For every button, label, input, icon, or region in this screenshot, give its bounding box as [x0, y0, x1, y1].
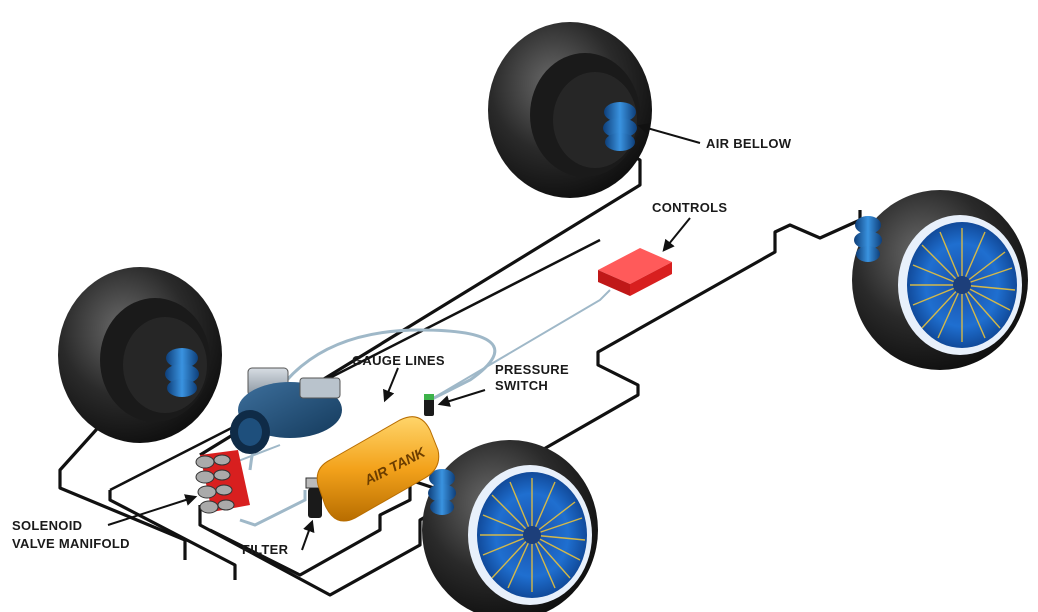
- label-pressure-switch-line1: PRESSURE: [495, 362, 569, 377]
- air-bellow-pointer: [637, 122, 701, 144]
- label-solenoid-line2: VALVE MANIFOLD: [12, 536, 130, 551]
- wheel-front-bottom: [422, 440, 598, 612]
- frame-rail-upper: [109, 238, 601, 492]
- solenoid-valve-manifold: [195, 450, 250, 514]
- air-bellow-front-bottom: [428, 469, 456, 515]
- air-bellow-rear-top: [603, 102, 637, 151]
- air-bellow-front-right: [854, 216, 882, 262]
- pressure-switch: [424, 394, 434, 416]
- controls-pointer: [662, 217, 691, 252]
- wheel-front-right: [852, 190, 1028, 370]
- label-solenoid-line1: SOLENOID: [12, 518, 82, 533]
- label-pressure-switch-line2: SWITCH: [495, 378, 548, 393]
- wheel-rear-top: [488, 22, 652, 198]
- solenoid-pointer: [107, 494, 198, 526]
- label-air-bellow: AIR BELLOW: [706, 136, 792, 151]
- frame-rail: [108, 490, 237, 580]
- hose-front-right: [198, 210, 862, 597]
- air-tank: AIR TANK: [316, 416, 440, 522]
- pressure-switch-pointer: [437, 389, 486, 407]
- wheel-rear-left: [58, 267, 222, 443]
- gauge-lines-pointer: [383, 367, 399, 403]
- label-controls: CONTROLS: [652, 200, 727, 215]
- label-filter: FILTER: [242, 542, 289, 557]
- air-compressor: [230, 367, 342, 454]
- labels: AIR BELLOW CONTROLS GAUGE LINES PRESSURE…: [12, 122, 792, 557]
- controls-box: [598, 248, 672, 296]
- label-gauge-lines: GAUGE LINES: [352, 353, 445, 368]
- air-bellow-rear-left: [165, 348, 199, 397]
- filter-pointer: [301, 519, 315, 551]
